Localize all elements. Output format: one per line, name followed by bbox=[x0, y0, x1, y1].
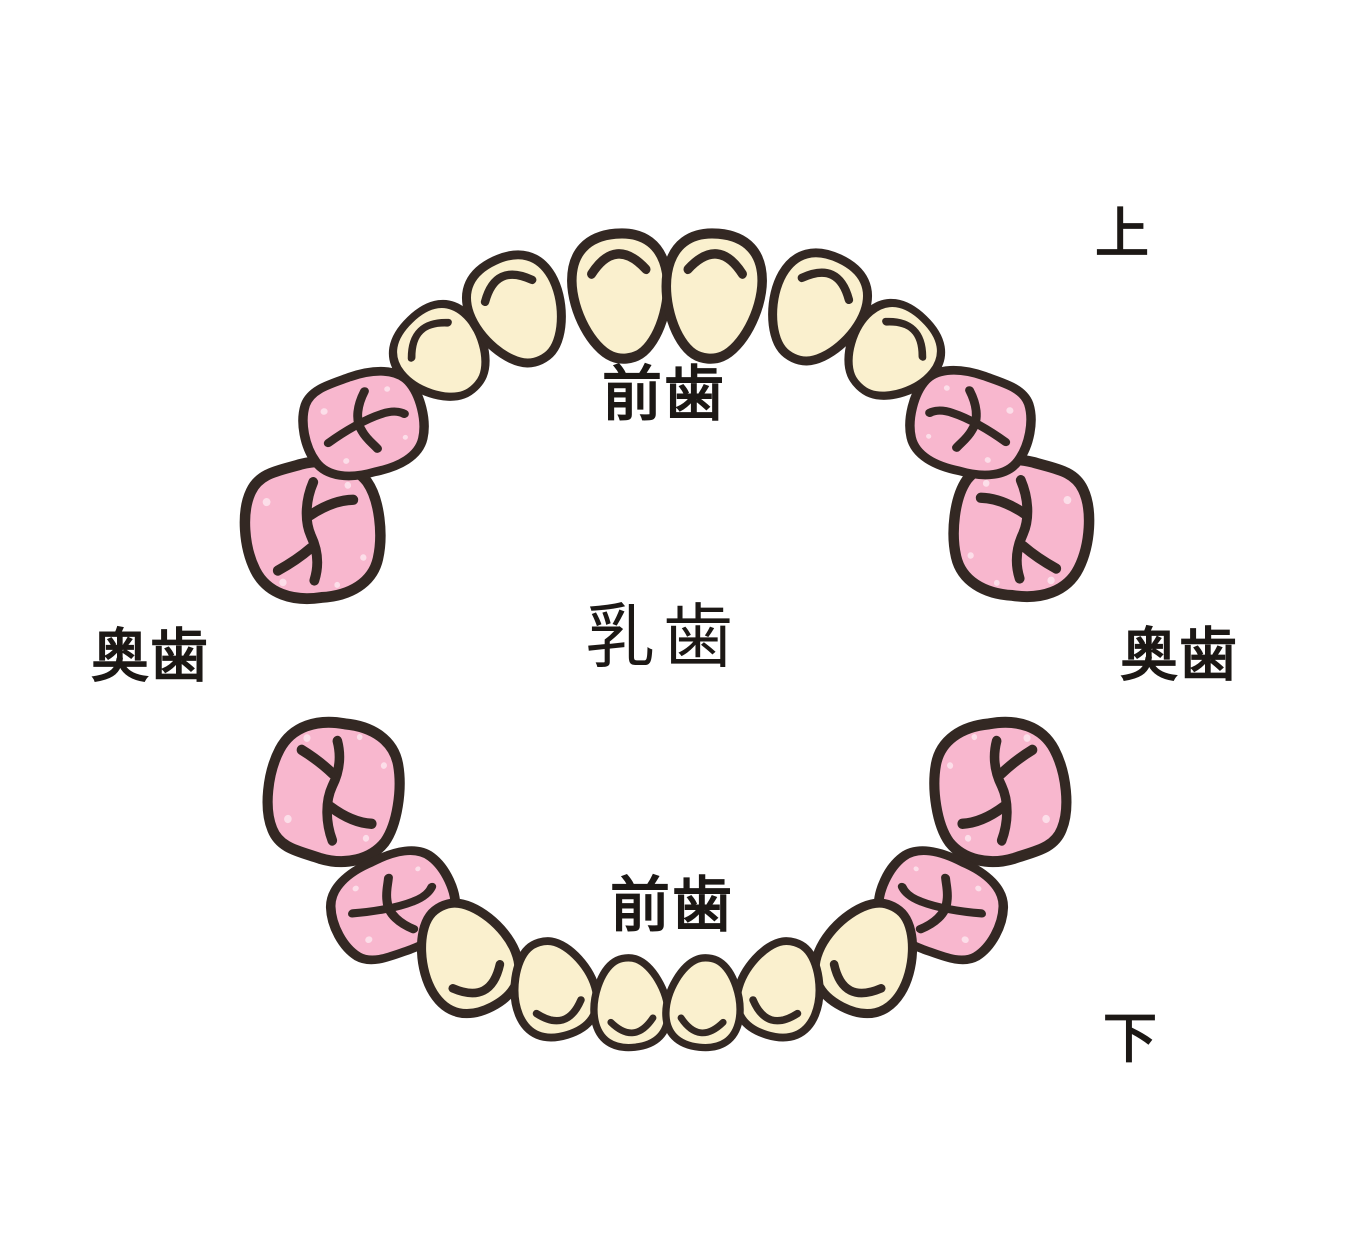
lower-left-central-incisor bbox=[589, 954, 672, 1051]
upper-right-central-incisor bbox=[660, 230, 766, 363]
lower-right-second-molar bbox=[926, 714, 1075, 869]
lower-left-second-molar bbox=[260, 714, 409, 869]
front-teeth-upper-label: 前歯 bbox=[602, 361, 726, 428]
lower-right-central-incisor bbox=[662, 954, 745, 1051]
lower-arch-label: 下 bbox=[1103, 1009, 1157, 1069]
back-teeth-left-label: 奥歯 bbox=[90, 624, 210, 689]
upper-left-central-incisor bbox=[568, 230, 674, 363]
upper-arch-label: 上 bbox=[1095, 204, 1149, 264]
front-teeth-lower-label: 前歯 bbox=[610, 872, 734, 939]
back-teeth-right-label: 奥歯 bbox=[1119, 623, 1239, 688]
baby-teeth-title: 乳歯 bbox=[585, 598, 741, 676]
